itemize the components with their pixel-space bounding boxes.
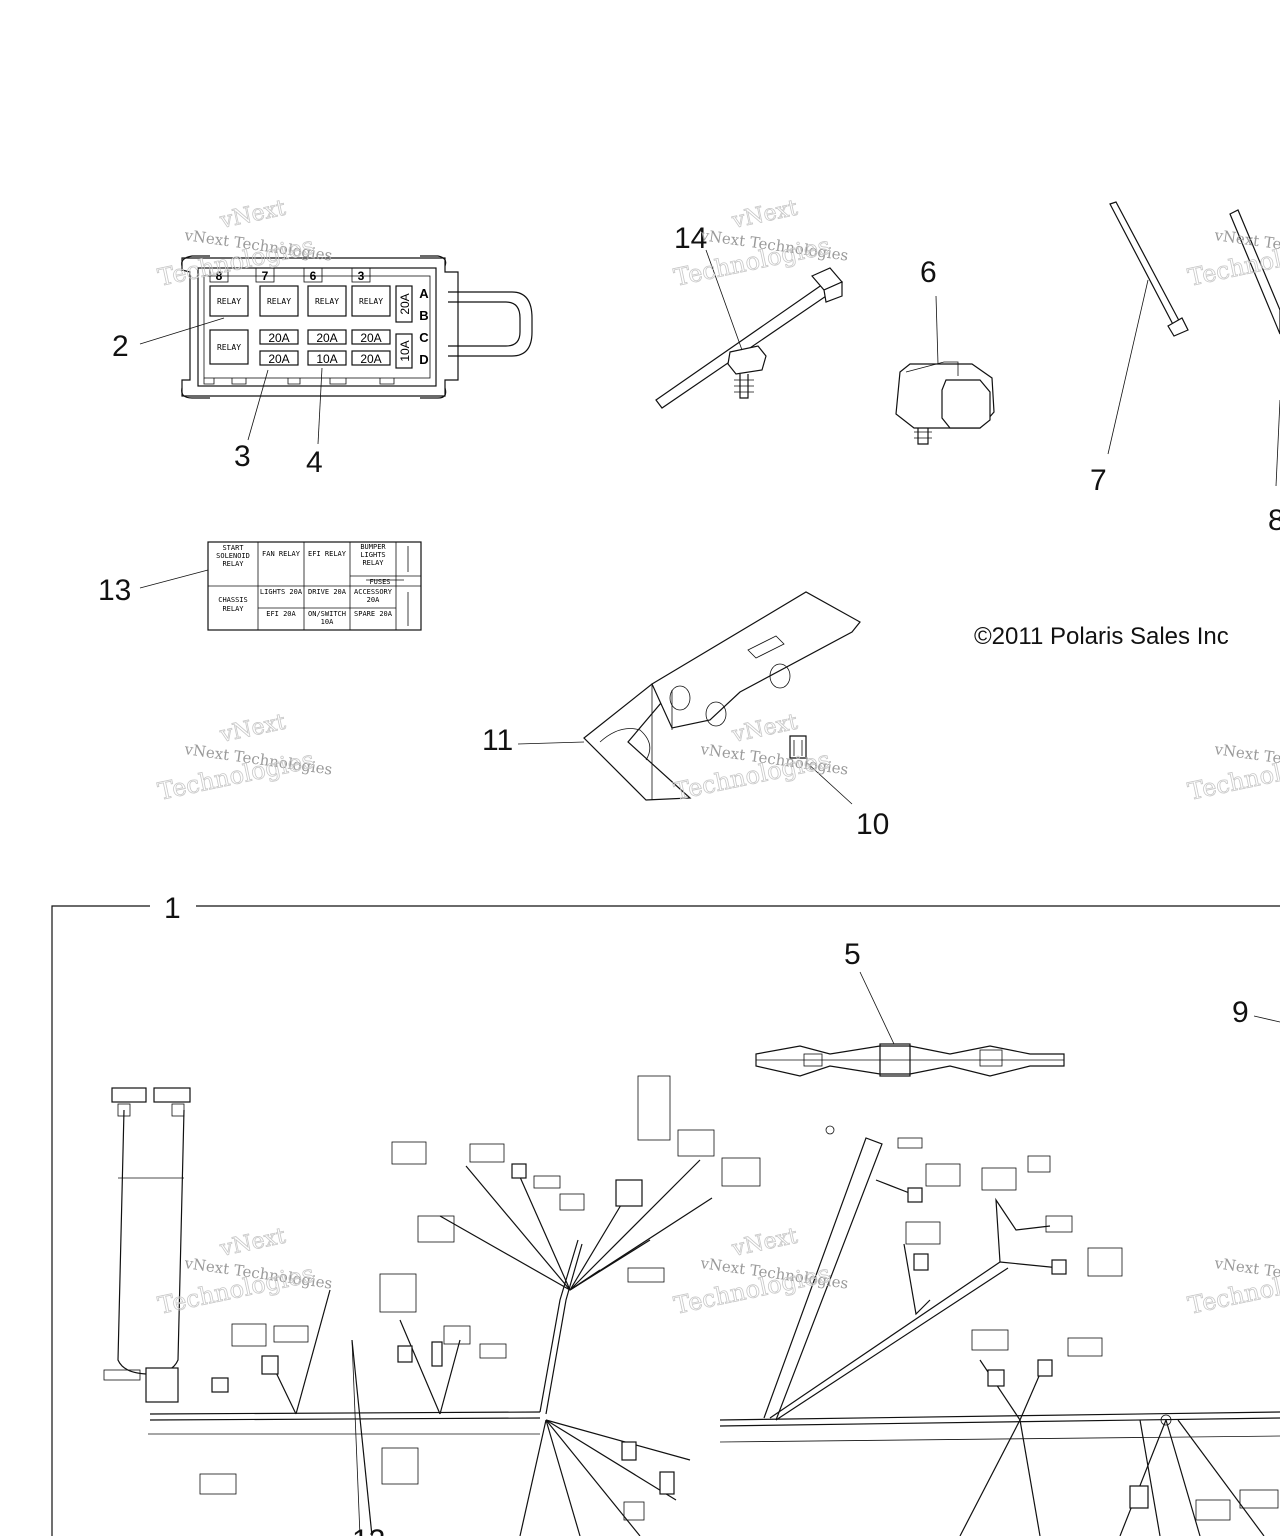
decal-start-relay: START SOLENOID RELAY: [216, 544, 250, 568]
decal-bumper-relay: BUMPER LIGHTS RELAY: [360, 543, 386, 567]
watermark: vNext vNext Technologies Technologies: [155, 1223, 333, 1320]
cable-tie: [1109, 201, 1189, 337]
inline-fuse-holder: [755, 1043, 1065, 1077]
fuse-box: 8 7 6 3 RELAY RELAY RELAY RELAY RELAY 20…: [181, 255, 533, 399]
callout-14: 14: [674, 222, 707, 255]
watermark: vNext vNext Technologies Technologies: [155, 195, 333, 292]
decal-chassis-relay: CHASSIS RELAY: [218, 596, 248, 613]
svg-text:vNext: vNext: [217, 196, 288, 234]
fuse-rating: 20A: [316, 331, 337, 345]
harness-wiring-right: [719, 1125, 1280, 1536]
callout-1: 1: [164, 892, 181, 925]
slot-number: 6: [310, 269, 317, 283]
relay-label: RELAY: [315, 297, 339, 306]
fuse-rating: 20A: [360, 352, 381, 366]
decal-fan-relay: FAN RELAY: [262, 550, 300, 558]
decal-spare-fuse: SPARE 20A: [354, 610, 392, 618]
fuse-rating: 20A: [268, 331, 289, 345]
decal-efi-relay: EFI RELAY: [308, 550, 346, 558]
watermark: vNext vNext Technologies Technologies: [671, 1223, 849, 1320]
decal-onswitch-fuse: ON/SWITCH 10A: [308, 610, 346, 626]
watermark: vNext vNext Technologies Technologies: [671, 709, 849, 806]
callout-9: 9: [1232, 996, 1249, 1029]
fuse-rating: 10A: [316, 352, 337, 366]
callout-11: 11: [482, 724, 513, 757]
slot-number: 3: [358, 269, 365, 283]
slot-number: 8: [216, 269, 223, 283]
decal-drive-fuse: DRIVE 20A: [308, 588, 346, 596]
relay-label: RELAY: [359, 297, 383, 306]
slot-number: 7: [262, 269, 269, 283]
cable-tie-2: [1229, 209, 1280, 335]
row-letter: C: [419, 330, 429, 345]
callout-4: 4: [306, 446, 323, 479]
push-pin: [789, 735, 807, 759]
relay-label: RELAY: [217, 297, 241, 306]
fuse-rating: 20A: [398, 293, 412, 314]
row-letter: A: [419, 286, 429, 301]
svg-text:vNext: vNext: [729, 710, 800, 748]
callout-12: 12: [352, 1524, 385, 1536]
row-letter: D: [419, 352, 428, 367]
callout-3: 3: [234, 440, 251, 473]
fuse-decal: START SOLENOID RELAY FAN RELAY EFI RELAY…: [207, 541, 422, 631]
callout-13: 13: [98, 574, 131, 607]
row-letter: B: [419, 308, 428, 323]
harness-frame: [51, 905, 1280, 1536]
svg-text:vNext: vNext: [217, 1224, 288, 1262]
decal-efi-fuse: EFI 20A: [266, 610, 296, 618]
connector-clip: [895, 361, 995, 445]
decal-lights-fuse: LIGHTS 20A: [259, 588, 303, 596]
callout-7: 7: [1090, 464, 1107, 497]
relay-label: RELAY: [267, 297, 291, 306]
decal-fuses-label: FUSES: [369, 578, 390, 586]
watermark: vNext Technologies Technologies: [1185, 1254, 1280, 1320]
harness-wiring-left: [103, 1075, 761, 1536]
cable-tie-mount: [655, 267, 843, 409]
copyright-text: ©2011 Polaris Sales Inc: [974, 623, 1229, 650]
decal-accessory-fuse: ACCESSORY 20A: [354, 588, 392, 604]
callout-10: 10: [856, 808, 889, 841]
fuse-rating: 10A: [398, 340, 412, 361]
callout-8: 8: [1268, 504, 1280, 537]
watermark: vNext Technologies Technologies: [1185, 740, 1280, 806]
relay-label: RELAY: [217, 343, 241, 352]
bracket: [583, 591, 861, 801]
callout-5: 5: [844, 938, 861, 971]
callout-2: 2: [112, 330, 129, 363]
fuse-rating: 20A: [268, 352, 289, 366]
svg-text:vNext: vNext: [729, 1224, 800, 1262]
fuse-rating: 20A: [360, 331, 381, 345]
svg-text:vNext: vNext: [729, 196, 800, 234]
watermark: vNext vNext Technologies Technologies: [155, 709, 333, 806]
svg-text:vNext: vNext: [217, 710, 288, 748]
callout-6: 6: [920, 256, 937, 289]
